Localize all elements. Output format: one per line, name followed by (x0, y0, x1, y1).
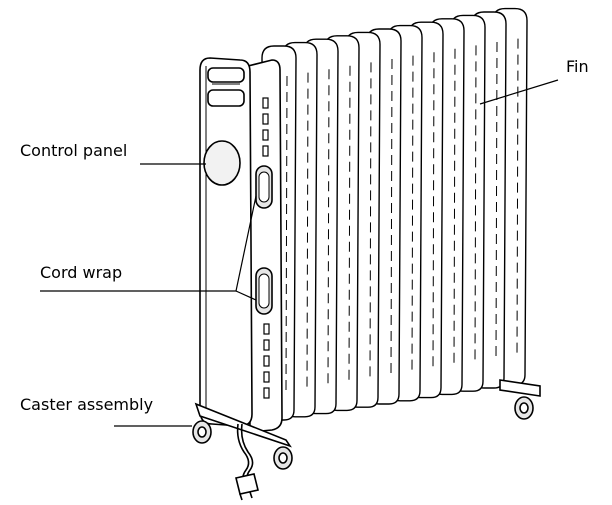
fin-seam-9 (453, 48, 456, 365)
label-caster-assembly: Caster assembly (20, 395, 154, 414)
end-panel-face (199, 57, 253, 427)
caster-assembly-back (499, 379, 541, 420)
control-knob (203, 140, 241, 186)
indicator-light-bottom (207, 89, 245, 107)
leader-lines (40, 79, 559, 427)
fin-seam-3 (327, 69, 330, 384)
cord-wrap-hook-upper-inner (258, 171, 270, 203)
side-vents-top (262, 97, 269, 157)
caster-bar-back (499, 379, 541, 397)
fin-seam-10 (474, 45, 477, 362)
label-cord-wrap: Cord wrap (40, 263, 123, 282)
leader-fin (479, 79, 559, 105)
power-plug (235, 473, 259, 501)
fin-seam-1 (285, 75, 288, 391)
side-vents-bottom (263, 323, 270, 399)
fin-seam-5 (369, 62, 372, 378)
indicator-light-top (207, 67, 245, 83)
fin-seam-7 (411, 55, 414, 371)
leader-cord-wrap-2 (235, 290, 257, 301)
fin-seam-4 (348, 65, 351, 381)
fin-seam-11 (495, 41, 498, 359)
fin-seam-8 (432, 52, 435, 368)
fin-seam-2 (306, 72, 309, 387)
front-panel (199, 57, 283, 433)
cord-wrap-hook-lower-inner (258, 273, 270, 309)
end-panel-side (247, 59, 283, 433)
caster-assembly-front (192, 402, 293, 470)
label-control-panel: Control panel (20, 141, 128, 160)
caster-bar-front (194, 402, 292, 448)
fin-seam-12 (516, 38, 519, 355)
label-fin: Fin (566, 57, 589, 76)
heater-fins (261, 7, 528, 421)
fin-seam-6 (390, 58, 393, 375)
